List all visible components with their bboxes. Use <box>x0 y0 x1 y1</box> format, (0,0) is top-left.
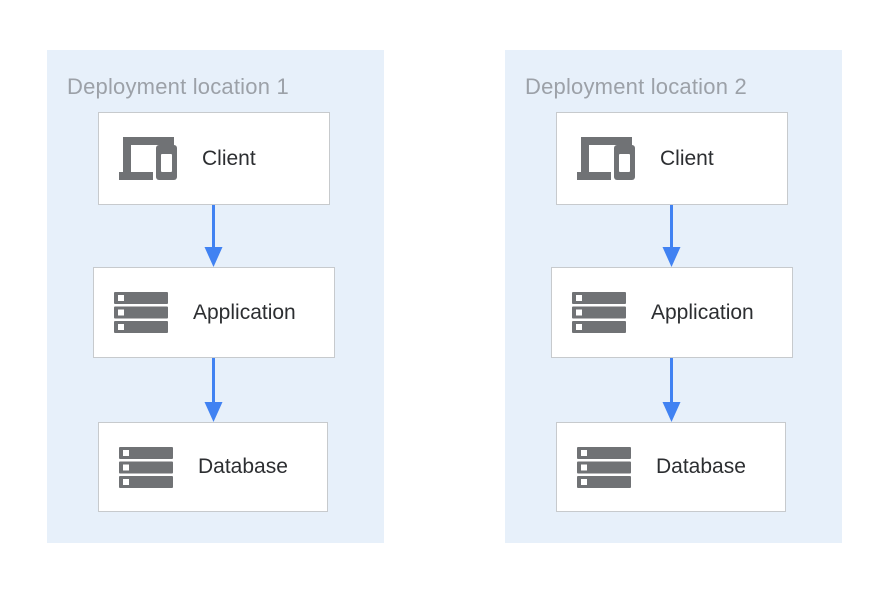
arrow-client-to-application <box>662 205 681 267</box>
node-label: Application <box>651 300 754 324</box>
node-label: Client <box>202 146 256 170</box>
node-label: Application <box>193 300 296 324</box>
node-label: Database <box>198 455 288 478</box>
node-client: Client <box>98 112 330 205</box>
panel-title: Deployment location 2 <box>525 74 747 99</box>
server-stack-icon <box>119 446 173 488</box>
node-label: Database <box>656 455 746 478</box>
node-database: Database <box>98 422 328 512</box>
arrow-client-to-application <box>204 205 223 267</box>
deployment-panel-1: Deployment location 1 Client <box>47 50 384 543</box>
node-application: Application <box>551 267 793 358</box>
arrow-application-to-database <box>662 358 681 422</box>
node-client: Client <box>556 112 788 205</box>
node-database: Database <box>556 422 786 512</box>
arrow-application-to-database <box>204 358 223 422</box>
devices-icon <box>119 137 177 180</box>
server-stack-icon <box>577 446 631 488</box>
panel-title: Deployment location 1 <box>67 74 289 99</box>
node-application: Application <box>93 267 335 358</box>
server-stack-icon <box>114 292 168 333</box>
server-stack-icon <box>572 292 626 333</box>
devices-icon <box>577 137 635 180</box>
deployment-panel-2: Deployment location 2 Client <box>505 50 842 543</box>
node-label: Client <box>660 146 714 170</box>
